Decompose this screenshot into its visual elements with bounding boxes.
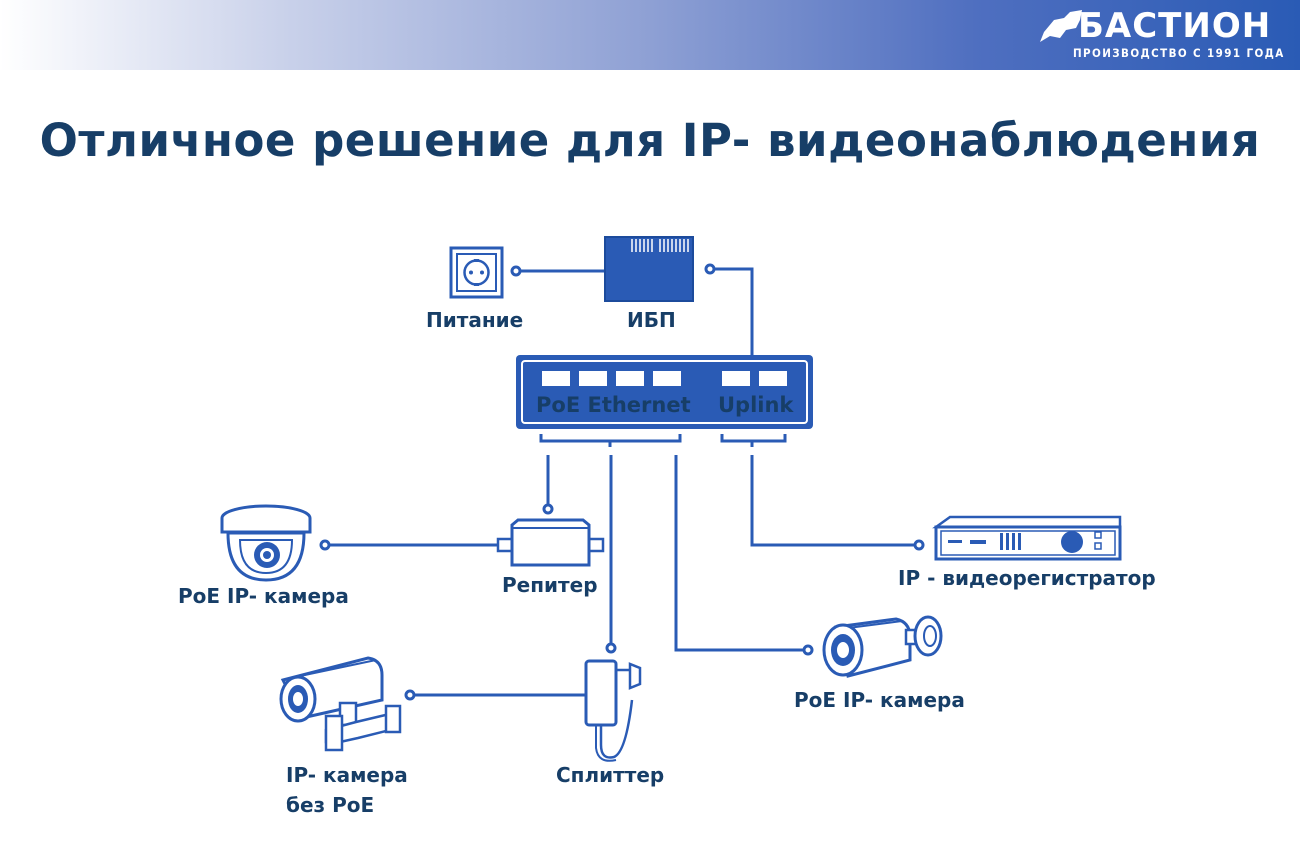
poe-port-2 [579,371,607,386]
bat-wing-icon [1040,10,1082,42]
camera-no-poe-label-line2: без PoE [286,793,375,817]
link-uplink-nvr [750,455,919,547]
splitter-icon [584,659,642,762]
dome-camera-label: PoE IP- камера [178,584,349,608]
bullet-poe-camera-icon [822,615,943,678]
power-label: Питание [426,308,524,332]
link-switch-bullet [674,455,808,652]
switch-uplink-label: Uplink [718,393,794,417]
camera-no-poe-label-line1: IP- камера [286,763,408,787]
dot-nvr [913,539,925,551]
splitter-label: Сплиттер [556,763,665,787]
dot-splitter-top [605,642,617,654]
ups-icon [604,236,694,302]
header-banner [0,0,1300,70]
poe-port-3 [616,371,644,386]
brand-tagline: ПРОИЗВОДСТВО С 1991 ГОДА [1073,46,1285,60]
dot-dome [319,539,331,551]
brand-name: БАСТИОН [1078,6,1272,46]
dot-power [510,265,522,277]
poe-port-brace [539,434,682,447]
dot-bullet [802,644,814,656]
power-socket-icon [449,246,504,299]
poe-port-1 [542,371,570,386]
page-title: Отличное решение для IP- видеонаблюдения [39,114,1261,167]
switch-poe-label: PoE Ethernet [536,393,691,417]
poe-port-4 [653,371,681,386]
nvr-icon [932,515,1122,561]
poe-switch-icon [516,355,813,429]
dot-ups [704,263,716,275]
repeater-label: Репитер [502,573,598,597]
dot-camera-nopoe [404,689,416,701]
repeater-icon [496,518,605,567]
bullet-poe-camera-label: PoE IP- камера [794,688,965,712]
nvr-label: IP - видеорегистратор [898,566,1156,590]
dome-camera-icon [220,504,312,582]
uplink-port-2 [759,371,787,386]
uplink-port-1 [722,371,750,386]
link-ups-switch [711,267,754,355]
bullet-camera-no-poe-icon [279,656,402,752]
dot-repeater-top [542,503,554,515]
ups-label: ИБП [627,308,676,332]
uplink-port-brace [720,434,787,447]
